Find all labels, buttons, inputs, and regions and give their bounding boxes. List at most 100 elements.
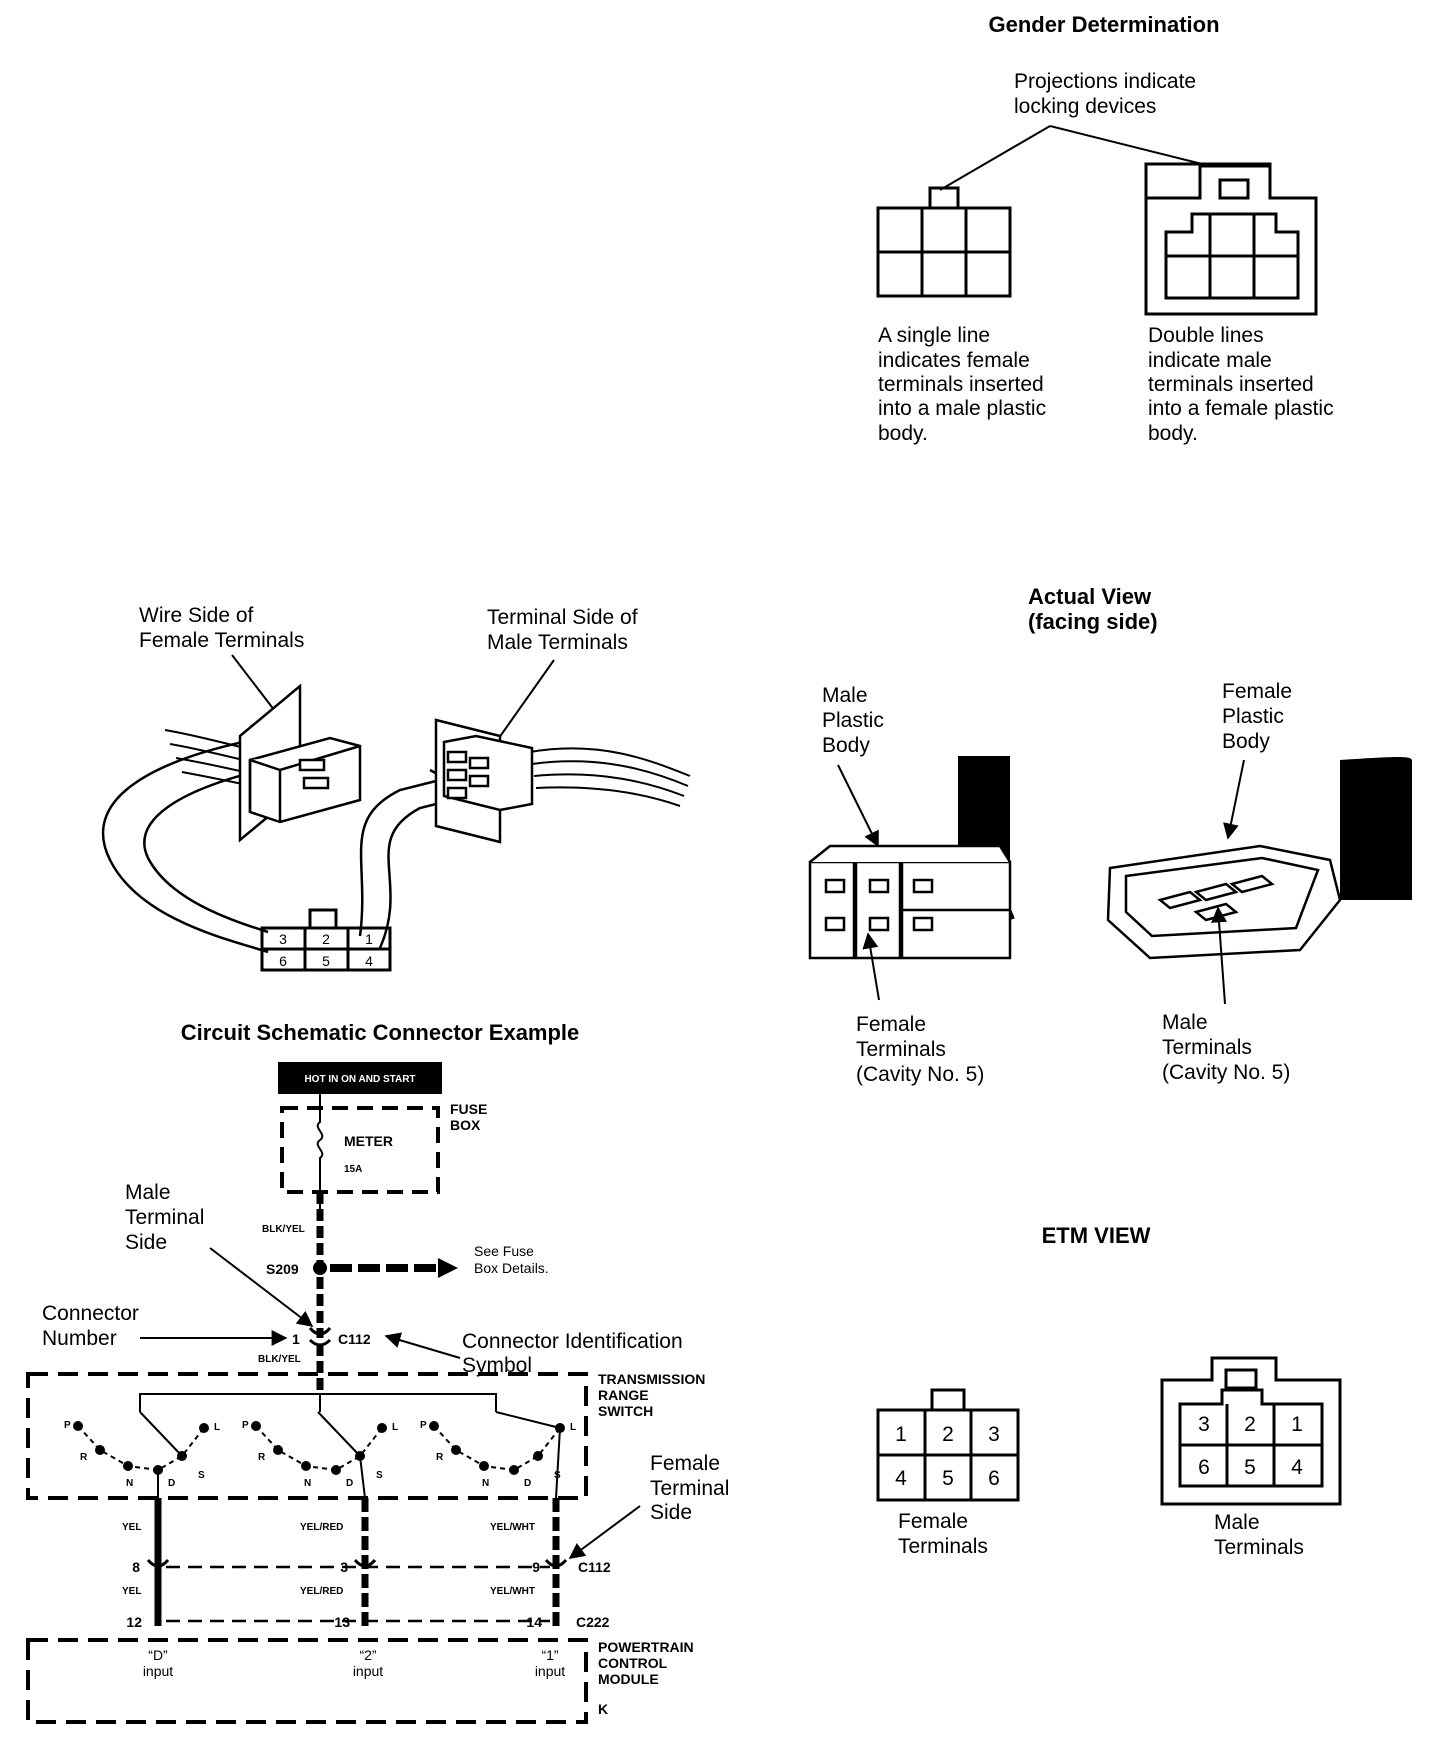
svg-text:YEL: YEL	[122, 1522, 141, 1533]
svg-text:4: 4	[895, 1467, 907, 1490]
c112-pin-numbers: 8 3 9	[132, 1559, 540, 1575]
fuse-box-outline	[280, 1106, 440, 1194]
single-line-text: A single line indicates female terminals…	[878, 324, 1052, 445]
male-plastic-body-label: Male Plastic Body	[822, 684, 890, 757]
projection-pointer-left	[939, 125, 1051, 191]
svg-text:input: input	[143, 1663, 173, 1679]
female-plastic-body-label: Female Plastic Body	[1222, 680, 1298, 753]
svg-text:3: 3	[988, 1423, 1000, 1446]
switch-position-letter: S	[198, 1470, 205, 1481]
trs-bus-bar	[139, 1393, 497, 1412]
switch-contact-point	[73, 1421, 83, 1431]
hot-in-text: HOT IN ON AND START	[304, 1074, 415, 1085]
output-wires	[154, 1498, 560, 1626]
wire-side-label: Wire Side of Female Terminals	[139, 604, 304, 652]
switch-contact-point	[199, 1423, 209, 1433]
pcm-inputs: “D” input “2” input “1” input	[143, 1647, 565, 1679]
svg-text:1: 1	[365, 931, 373, 947]
switch-contact-point	[451, 1445, 461, 1455]
connector-id-label: Connector Identification Symbol	[462, 1330, 688, 1377]
connector-sides-panel: Wire Side of Female Terminals Terminal S…	[101, 604, 691, 972]
male-terminals-pointer	[1211, 906, 1228, 1005]
svg-text:12: 12	[126, 1614, 142, 1630]
switch-position-letter: S	[376, 1470, 383, 1481]
switch-position-letter: N	[482, 1478, 489, 1489]
male-body-pointer	[837, 764, 879, 848]
switch-contact-point	[251, 1421, 261, 1431]
svg-text:5: 5	[1244, 1456, 1256, 1479]
wire-bundle-right	[529, 747, 691, 807]
actual-female-terminals-label: Female Terminals (Cavity No. 5)	[856, 1013, 984, 1086]
svg-text:2: 2	[322, 931, 330, 947]
svg-text:1: 1	[895, 1423, 907, 1446]
etm-female-label: Female Terminals	[898, 1510, 988, 1558]
etm-female-cavities: 1 2 3 4 5 6	[895, 1423, 1000, 1490]
etm-male-connector	[1160, 1356, 1342, 1506]
switch-position-letter: N	[126, 1478, 133, 1489]
double-lines-text: Double lines indicate male terminals ins…	[1148, 324, 1339, 445]
etm-view-title: ETM VIEW	[1042, 1223, 1151, 1248]
svg-text:YEL/RED: YEL/RED	[300, 1586, 343, 1597]
switch-wiper-arm	[495, 1411, 561, 1429]
female-body-pointer	[1223, 759, 1245, 840]
hot-in-box	[278, 1062, 442, 1094]
pcm-outline	[26, 1638, 588, 1724]
svg-text:input: input	[535, 1663, 565, 1679]
svg-text:2: 2	[942, 1423, 954, 1446]
svg-text:“1”: “1”	[541, 1647, 558, 1663]
switch-position-letter: R	[258, 1452, 266, 1463]
switch-position-letter: R	[80, 1452, 88, 1463]
svg-text:3: 3	[1198, 1413, 1210, 1436]
switch-output-lead	[555, 1427, 561, 1499]
trs-label: TRANSMISSION RANGE SWITCH	[598, 1371, 709, 1419]
etm-male-cavities: 3 2 1 6 5 4	[1198, 1413, 1303, 1479]
female-terminals-pointer	[862, 932, 880, 1001]
switch-position-letter: L	[214, 1422, 220, 1433]
svg-text:1: 1	[1291, 1413, 1303, 1436]
pcm-k-label: K	[598, 1701, 608, 1717]
terminal-side-label: Terminal Side of Male Terminals	[487, 606, 643, 654]
fuse-details-arrowhead	[438, 1258, 458, 1278]
etm-view-panel: ETM VIEW 1 2 3 4 5 6 3 2 1	[876, 1223, 1342, 1559]
svg-text:9: 9	[532, 1559, 540, 1575]
switch-contact-point	[479, 1461, 489, 1471]
svg-text:2: 2	[1244, 1413, 1256, 1436]
svg-text:3: 3	[279, 931, 287, 947]
schematic-title: Circuit Schematic Connector Example	[181, 1020, 580, 1045]
switch-contact-point	[123, 1461, 133, 1471]
male-connector-3d	[434, 718, 534, 844]
conn-id-pointer	[384, 1332, 461, 1359]
c222-label: C222	[576, 1614, 610, 1630]
female-terminal-side-label: Female Terminal Side	[650, 1452, 735, 1524]
svg-text:6: 6	[1198, 1456, 1210, 1479]
s209-label: S209	[266, 1261, 299, 1277]
switch-contact-point	[177, 1451, 187, 1461]
c112-bottom-connector-symbols	[146, 1558, 568, 1568]
switch-position-letter: L	[392, 1422, 398, 1433]
svg-text:6: 6	[279, 953, 287, 969]
female-side-pointer	[568, 1505, 641, 1559]
svg-text:4: 4	[1291, 1456, 1303, 1479]
switch-contact-path	[77, 1425, 205, 1472]
c112-bottom-label: C112	[578, 1559, 611, 1575]
switch-contact-point	[301, 1461, 311, 1471]
switch-contact-point	[95, 1445, 105, 1455]
switch-contact-point	[533, 1451, 543, 1461]
actual-female-plastic-connector	[1106, 757, 1412, 960]
trs-outline	[26, 1372, 588, 1500]
etm-female-connector	[876, 1388, 1020, 1502]
switch-position-letter: P	[420, 1420, 427, 1431]
switch-position-letter: N	[304, 1478, 311, 1489]
switch-contact-point	[509, 1465, 519, 1475]
actual-view-panel: Actual View (facing side) Male Plastic B…	[808, 584, 1412, 1086]
svg-text:13: 13	[334, 1614, 350, 1630]
svg-text:YEL: YEL	[122, 1586, 141, 1597]
svg-text:4: 4	[365, 953, 373, 969]
double-line-connector	[1144, 162, 1318, 316]
switch-position-letter: D	[524, 1478, 531, 1489]
svg-text:14: 14	[526, 1614, 542, 1630]
switch-contact-point	[377, 1423, 387, 1433]
c112-label: C112	[338, 1331, 371, 1347]
wire-label-blk-yel-2: BLK/YEL	[258, 1354, 301, 1365]
